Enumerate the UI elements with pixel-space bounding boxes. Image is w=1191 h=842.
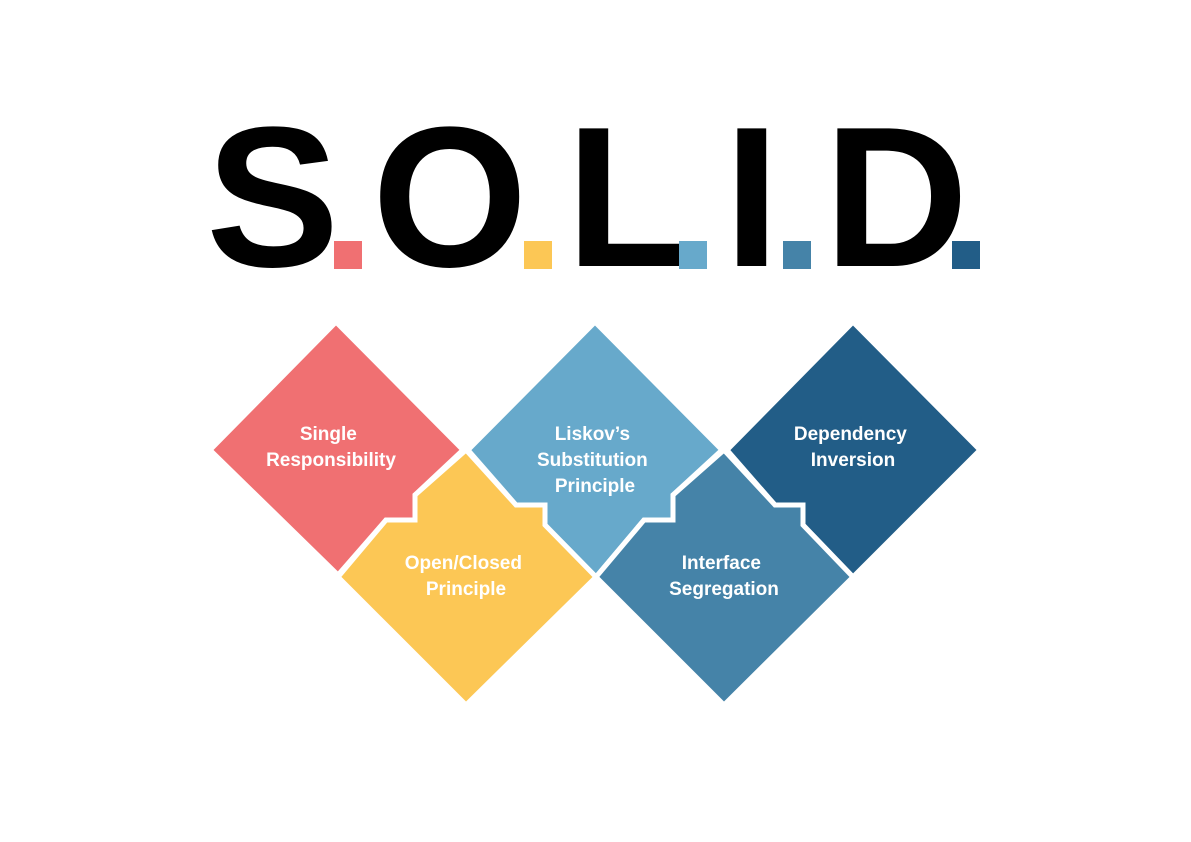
solid-title: S O L I D (0, 0, 1191, 300)
title-dot-i (783, 241, 811, 269)
label-line: Dependency (794, 424, 907, 445)
title-letter-l: L (566, 86, 689, 309)
label-line: Principle (555, 476, 635, 497)
label-line: Inversion (811, 450, 895, 471)
title-letter-i: I (724, 86, 780, 309)
title-letter-s: S (206, 86, 340, 309)
label-line: Substitution (537, 450, 648, 471)
title-dot-d (952, 241, 980, 269)
label-line: Interface (682, 553, 761, 574)
title-letter-o: O (372, 86, 528, 309)
diamond-interface-segregation (592, 446, 857, 709)
label-line: Segregation (669, 579, 779, 600)
title-dot-s (334, 241, 362, 269)
title-dot-l (679, 241, 707, 269)
label-interface-segregation: Interface Segregation (669, 553, 779, 600)
label-line: Responsibility (266, 450, 396, 471)
title-dot-o (524, 241, 552, 269)
label-open-closed: Open/Closed Principle (405, 553, 527, 600)
label-line: Liskov’s (555, 424, 630, 445)
label-liskov-substitution: Liskov’s Substitution Principle (537, 424, 653, 497)
label-dependency-inversion: Dependency Inversion (794, 424, 912, 471)
label-line: Principle (426, 579, 506, 600)
diamond-open-closed (334, 446, 600, 709)
title-letter-d: D (824, 86, 969, 309)
label-line: Single (300, 424, 357, 445)
label-single-responsibility: Single Responsibility (266, 424, 396, 471)
label-line: Open/Closed (405, 553, 522, 574)
